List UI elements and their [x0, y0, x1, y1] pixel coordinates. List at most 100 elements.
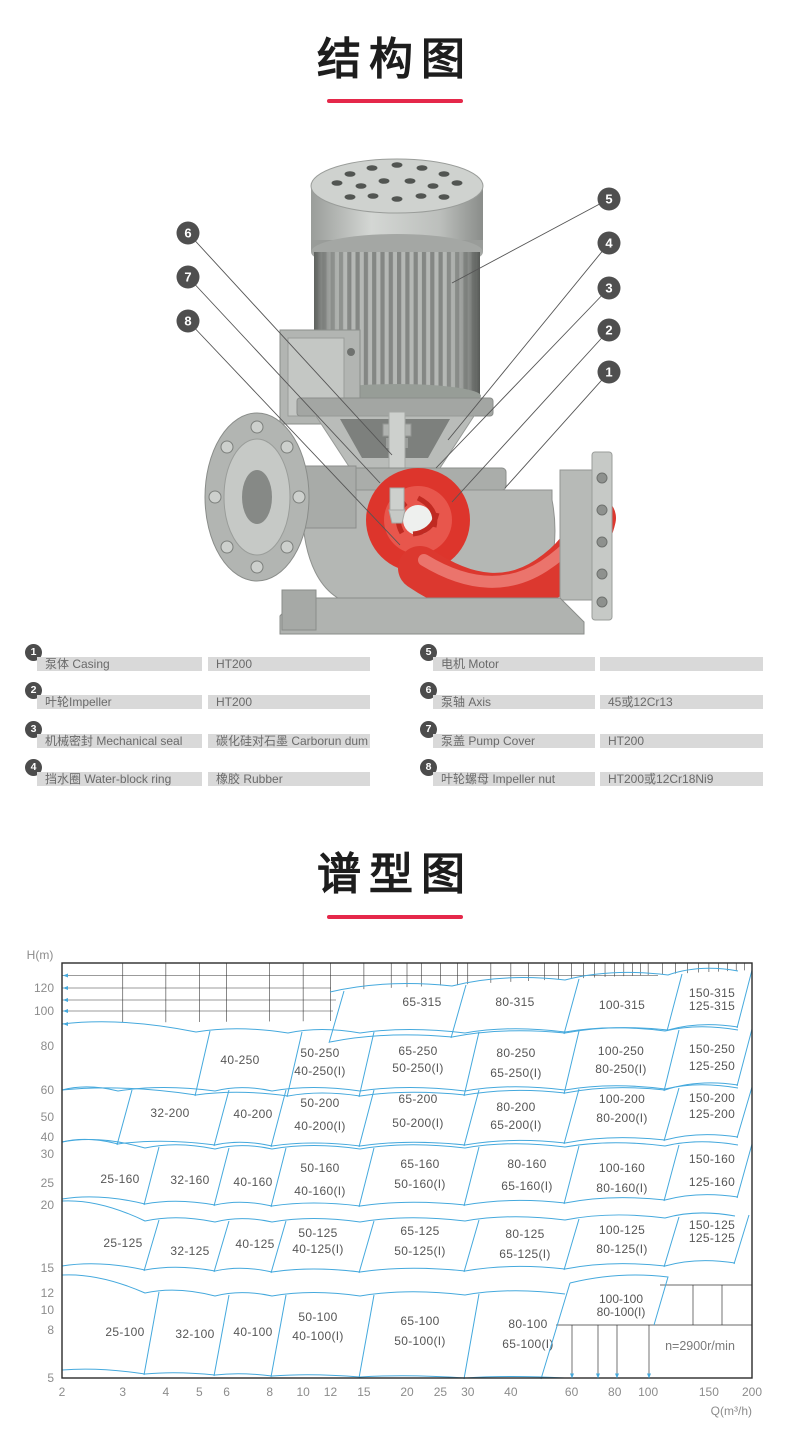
x-tick-label: 4: [163, 1385, 170, 1399]
x-tick-label: 150: [699, 1385, 719, 1399]
part-material: 45或12Cr13: [600, 695, 763, 710]
part-material: 橡胶 Rubber: [208, 772, 370, 787]
region-label: 32-125: [170, 1244, 209, 1258]
region-label: 80-250(I): [595, 1062, 646, 1076]
part-material: HT200: [208, 657, 370, 671]
y-tick-label: 8: [47, 1323, 54, 1337]
x-tick-label: 25: [434, 1385, 448, 1399]
x-tick-label: 15: [357, 1385, 371, 1399]
region-label: 32-200: [150, 1106, 189, 1120]
part-number-badge: 5: [420, 644, 437, 661]
chart-title-underline: [327, 915, 463, 919]
y-tick-label: 50: [41, 1110, 55, 1124]
region-label: 150-125: [689, 1218, 735, 1232]
region-label: 80-160: [507, 1157, 546, 1171]
region-label: 65-160(I): [501, 1179, 552, 1193]
region-label: 65-200(I): [490, 1118, 541, 1132]
callout-1: [597, 360, 621, 384]
region-label: 65-200: [398, 1092, 437, 1106]
region-label: 100-125: [599, 1223, 645, 1237]
region-label: 40-250: [220, 1053, 259, 1067]
region-label: 65-315: [402, 995, 441, 1009]
part-number-badge: 3: [25, 720, 42, 738]
region-label: 80-200(I): [596, 1111, 647, 1125]
region-label: 100-250: [598, 1044, 644, 1058]
callout-8: [176, 309, 200, 333]
y-tick-label: 25: [41, 1176, 55, 1190]
svg-text:4: 4: [605, 236, 613, 251]
part-name: 泵轴 Axis: [433, 695, 595, 710]
part-name: 叶轮Impeller: [37, 695, 202, 710]
region-label: 80-125(I): [596, 1242, 647, 1256]
region-label: 25-125: [103, 1236, 142, 1250]
x-tick-label: 200: [742, 1385, 762, 1399]
region-label: 80-100: [508, 1317, 547, 1331]
callout-7: [176, 265, 200, 289]
svg-text:6: 6: [184, 226, 191, 241]
x-tick-label: 80: [608, 1385, 622, 1399]
y-tick-label: 20: [41, 1198, 55, 1212]
region-label: 80-125: [505, 1227, 544, 1241]
region-label: 125-200: [689, 1107, 735, 1121]
y-tick-label: 30: [41, 1147, 55, 1161]
x-tick-label: 40: [504, 1385, 518, 1399]
x-tick-label: 30: [461, 1385, 475, 1399]
x-tick-label: 10: [296, 1385, 310, 1399]
part-material: HT200或12Cr18Ni9: [600, 772, 763, 787]
region-label: 40-160(I): [294, 1184, 345, 1198]
x-tick-label: 3: [119, 1385, 126, 1399]
callout-2: [597, 318, 621, 342]
region-label: 50-100: [298, 1310, 337, 1324]
part-number-badge: 8: [420, 759, 437, 777]
region-label: 50-100(I): [394, 1334, 445, 1348]
region-label: 80-200: [496, 1100, 535, 1114]
part-name: 叶轮螺母 Impeller nut: [433, 772, 595, 787]
svg-text:5: 5: [605, 192, 612, 207]
part-number-badge: 4: [25, 759, 42, 777]
region-label: 65-250: [398, 1044, 437, 1058]
region-label: 40-100(I): [292, 1329, 343, 1343]
region-label: 100-315: [599, 998, 645, 1012]
svg-text:1: 1: [605, 365, 612, 380]
region-label: 50-125(I): [394, 1244, 445, 1258]
region-label: 40-200: [233, 1107, 272, 1121]
region-label: 40-160: [233, 1175, 272, 1189]
x-tick-label: 5: [196, 1385, 203, 1399]
region-label: 40-100: [233, 1325, 272, 1339]
y-tick-label: 120: [34, 981, 54, 995]
speed-note: n=2900r/min: [665, 1339, 735, 1353]
part-number-badge: 2: [25, 682, 42, 700]
svg-text:3: 3: [605, 281, 612, 296]
y-tick-label: 100: [34, 1004, 54, 1018]
region-label: 125-250: [689, 1059, 735, 1073]
region-label: 100-160: [599, 1161, 645, 1175]
region-label: 50-200(I): [392, 1116, 443, 1130]
structure-title: 结构图: [317, 35, 473, 84]
region-label: 32-160: [170, 1173, 209, 1187]
motor: [279, 158, 484, 425]
part-name: 挡水圈 Water-block ring: [37, 772, 202, 787]
part-number-badge: 1: [25, 644, 42, 661]
y-tick-label: 12: [41, 1286, 55, 1300]
region-label: 80-160(I): [596, 1181, 647, 1195]
region-label: 40-250(I): [294, 1064, 345, 1078]
region-label: 32-100: [175, 1327, 214, 1341]
x-tick-label: 60: [565, 1385, 579, 1399]
region-label: 40-200(I): [294, 1119, 345, 1133]
region-label: 65-160: [400, 1157, 439, 1171]
chart-title: 谱型图: [317, 850, 473, 899]
x-tick-label: 12: [324, 1385, 338, 1399]
region-label: 50-200: [300, 1096, 339, 1110]
x-tick-label: 8: [266, 1385, 273, 1399]
region-label: 100-100: [599, 1292, 643, 1306]
part-name: 机械密封 Mechanical seal: [37, 733, 202, 748]
y-tick-label: 15: [41, 1261, 55, 1275]
region-label: 40-125(I): [292, 1242, 343, 1256]
region-label: 150-200: [689, 1091, 735, 1105]
region-label: 25-160: [100, 1172, 139, 1186]
region-label: 25-100: [105, 1325, 144, 1339]
part-number-badge: 6: [420, 682, 437, 700]
region-label: 65-100: [400, 1314, 439, 1328]
